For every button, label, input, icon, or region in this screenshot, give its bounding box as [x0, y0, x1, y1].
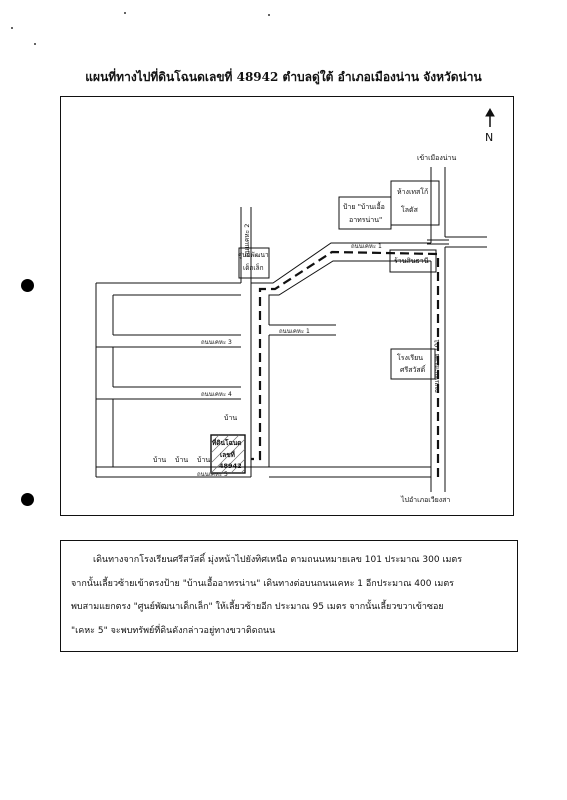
directions-line: เดินทางจากโรงเรียนศรีสวัสดิ์ มุ่งหน้าไปย…: [93, 555, 463, 565]
child-center-label-1: ศูนย์พัฒนา: [238, 251, 269, 259]
north-arrow-head-icon: [485, 107, 495, 117]
road-kheha5-label: ถนนเคหะ 5: [197, 471, 228, 478]
road-kheha1-label: ถนนเคหะ 1: [279, 328, 310, 335]
road-highway-101-label: ถนนหมายเลข 101: [433, 339, 441, 393]
land-parcel-label-3: 48942: [219, 462, 242, 470]
house-label: บ้าน: [175, 456, 189, 464]
route-line: [251, 250, 440, 477]
sriswat-school-label-1: โรงเรียน: [397, 354, 423, 362]
land-parcel-label-1: ที่ดินโฉนด: [212, 439, 242, 447]
house-label: บ้าน: [224, 414, 238, 422]
directions-line: พบสามแยกตรง "ศูนย์พัฒนาเด็กเล็ก" ให้เลี้…: [71, 602, 444, 612]
tesco-lotus-label-2: โลตัส: [401, 206, 418, 214]
road-kheha2-label: ถนนเคหะ 2: [243, 223, 251, 257]
directions-line: "เคหะ 5" จะพบทรัพย์ที่ดินดังกล่าวอยู่ทาง…: [71, 625, 276, 636]
binder-hole-bottom: [21, 493, 34, 506]
baan-uea-sign-label-1: ป้าย "บ้านเอื้อ: [343, 203, 385, 211]
binder-hole-top: [21, 279, 34, 292]
house-label: บ้าน: [153, 456, 167, 464]
map-frame: N เข้าเมืองน่าน ไปอำเภอเวียงสา ห้างเทสโก…: [60, 96, 514, 516]
map-title: แผนที่ทางไปที่ดินโฉนดเลขที่ 48942 ตำบลดู…: [85, 70, 482, 84]
house-label: บ้าน: [197, 456, 211, 464]
land-parcel-label-2: เลขที่: [220, 451, 235, 459]
baan-uea-sign-box: [338, 196, 392, 230]
land-parcel-box: [210, 434, 246, 474]
sriswat-school-label-2: ศรีสวัสดิ์: [400, 366, 426, 374]
tesco-lotus-label-1: ห้างเทสโก้: [397, 188, 429, 196]
sriswat-school-box: [390, 348, 436, 380]
to-city-label: เข้าเมืองน่าน: [417, 154, 457, 162]
baan-uea-sign-label-2: อาทรน่าน": [349, 216, 383, 224]
scan-speck: [268, 14, 270, 16]
scan-speck: [11, 27, 13, 29]
directions-line: จากนั้นเลี้ยวซ้ายเข้าตรงป้าย "บ้านเอื้ออ…: [71, 578, 455, 589]
directions-box: เดินทางจากโรงเรียนศรีสวัสดิ์ มุ่งหน้าไปย…: [60, 540, 518, 652]
road-kheha4-label: ถนนเคหะ 4: [201, 391, 232, 398]
road-kheha1-label: ถนนเคหะ 1: [351, 243, 382, 250]
child-center-label-2: เด็กเล็ก: [243, 264, 264, 272]
road-kheha3-label: ถนนเคหะ 3: [201, 339, 232, 346]
north-label: N: [485, 131, 494, 144]
scan-speck: [124, 12, 126, 14]
to-wiang-sa-label: ไปอำเภอเวียงสา: [401, 496, 451, 504]
child-center-box: [238, 247, 270, 279]
thanee-shop-label: ร้านสินธานี: [394, 257, 429, 265]
land-parcel-hatch: [210, 434, 246, 474]
thanee-shop-box: [389, 249, 437, 273]
scan-speck: [34, 43, 36, 45]
map-drawing: [95, 107, 495, 492]
